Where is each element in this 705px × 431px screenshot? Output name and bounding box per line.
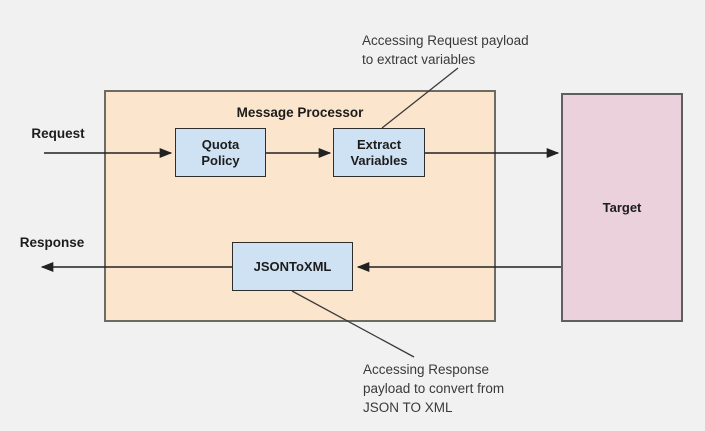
target-label: Target <box>602 199 642 215</box>
request-payload-annotation: Accessing Request payload to extract var… <box>362 33 529 67</box>
quota-policy-label: Quota Policy <box>201 136 240 168</box>
target-box: Target <box>561 93 683 322</box>
response-payload-annotation: Accessing Response payload to convert fr… <box>363 362 505 415</box>
json-to-xml-box: JSONToXML <box>232 242 353 291</box>
extract-variables-label: Extract Variables <box>350 136 408 168</box>
json-to-xml-label: JSONToXML <box>253 258 332 274</box>
request-flow-label: Request <box>31 126 85 141</box>
extract-variables-box: Extract Variables <box>333 128 425 177</box>
message-processor-label: Message Processor <box>236 105 364 120</box>
quota-policy-box: Quota Policy <box>175 128 266 177</box>
response-flow-label: Response <box>19 235 85 250</box>
